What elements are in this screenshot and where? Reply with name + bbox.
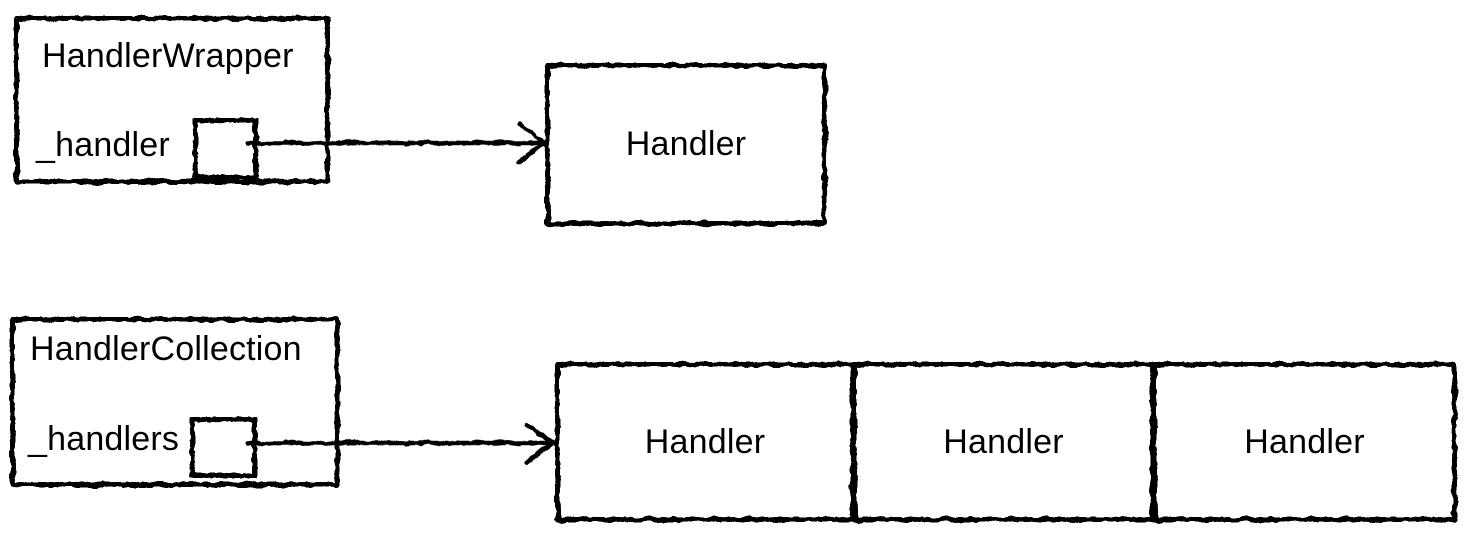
handler-array-cell-border <box>1152 362 1457 522</box>
handler-array-cell: Handler <box>852 362 1155 522</box>
arrowhead <box>524 421 556 465</box>
handlers-pointer-square <box>190 417 257 478</box>
handler-collection-title: HandlerCollection <box>30 330 302 368</box>
handler-array-cell: Handler <box>555 362 855 522</box>
handlers-reference-arrow <box>245 421 556 465</box>
handler-field-label: _handler <box>36 126 170 164</box>
handler-collection-box: HandlerCollection _handlers <box>10 317 340 487</box>
handler-pointer-square <box>193 118 258 180</box>
handlers-field-label: _handlers <box>28 420 180 458</box>
handler-cell-label: Handler <box>943 422 1064 461</box>
handler-reference-arrow <box>245 121 548 165</box>
handler-collection-box-border <box>10 317 340 487</box>
handler-box-border <box>545 63 827 226</box>
handler-array-cell: Handler <box>1152 362 1457 522</box>
handler-box-label: Handler <box>625 125 747 163</box>
handler-wrapper-box: HandlerWrapper _handler <box>14 16 330 184</box>
handler-array: Handler Handler Handler <box>555 362 1457 522</box>
handler-box: Handler <box>545 63 827 226</box>
handler-cell-label: Handler <box>1244 422 1365 461</box>
handler-wrapper-box-border <box>14 16 330 184</box>
handler-wrapper-title: HandlerWrapper <box>42 37 294 75</box>
handler-cell-label: Handler <box>644 422 766 461</box>
